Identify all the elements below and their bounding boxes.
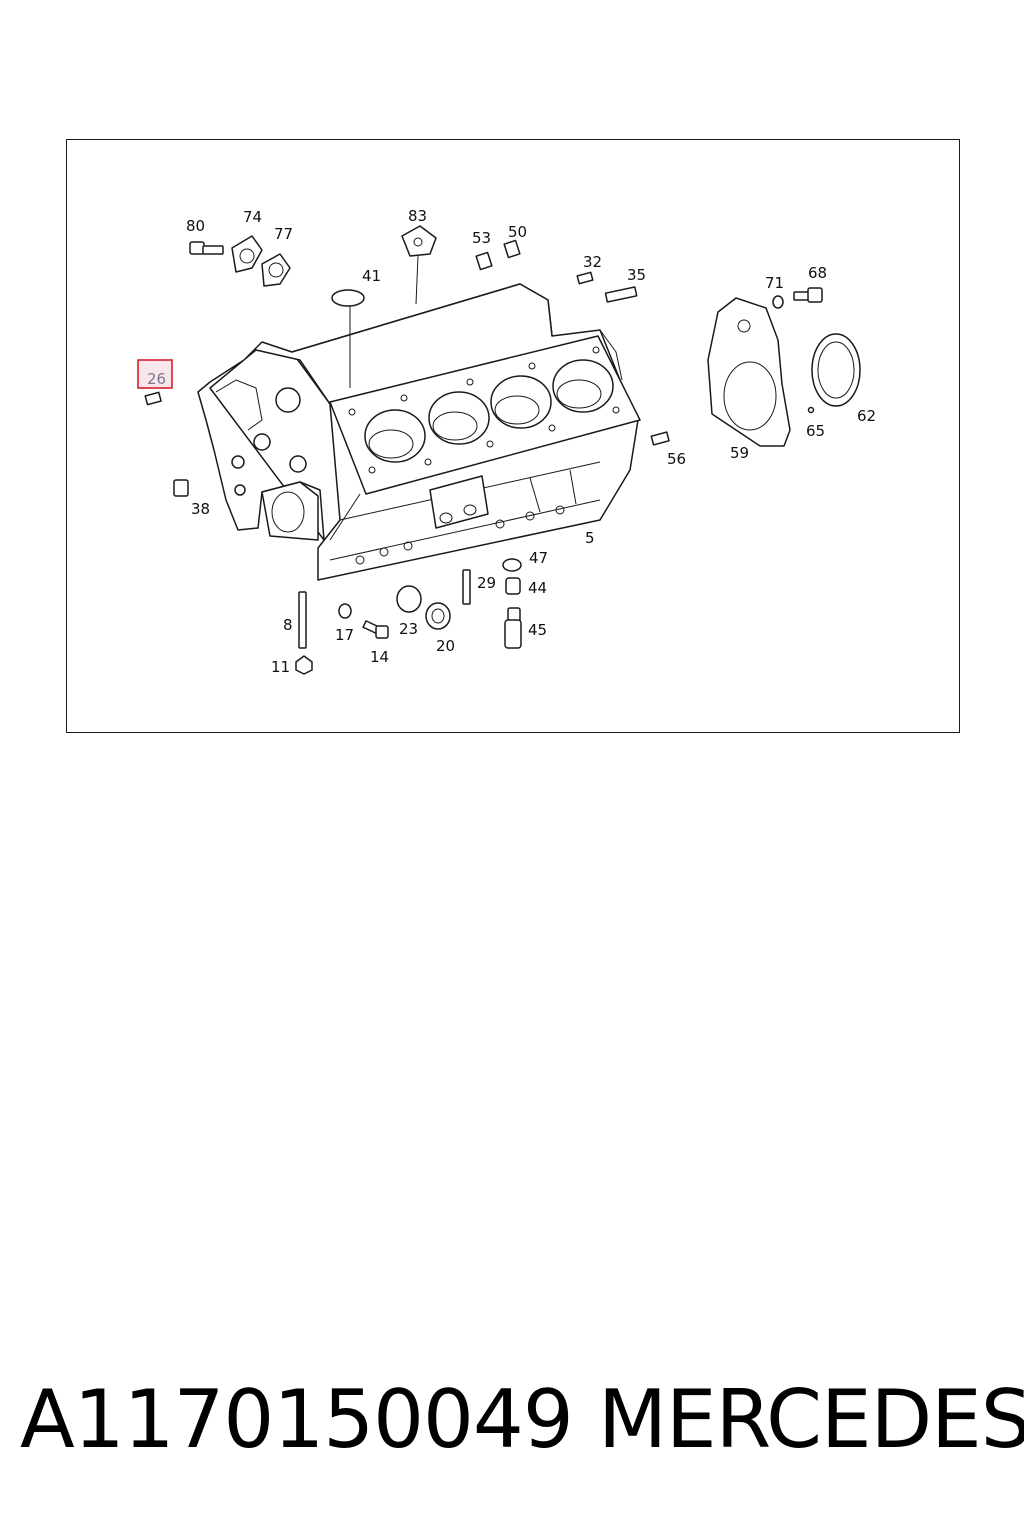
label-14: 14 [370,648,389,666]
label-62: 62 [857,407,876,425]
label-35: 35 [627,266,646,284]
part-47-cap [502,558,522,572]
part-labels: 80 74 77 83 53 50 41 32 35 71 68 26 62 6… [147,207,876,676]
part-71-washer [772,295,784,309]
part-45-tappet [504,607,522,649]
brand-name: MERCEDES [598,1373,1024,1466]
label-23: 23 [399,620,418,638]
part-26-pin [144,391,162,406]
part-44-bush [505,577,521,595]
part-11-nut [295,655,313,675]
diagram-frame [66,139,960,733]
label-77: 77 [274,225,293,243]
label-59: 59 [730,444,749,462]
label-71: 71 [765,274,784,292]
part-29-stud [462,569,471,605]
label-47: 47 [529,549,548,567]
part-number: A1170150049 [20,1373,574,1466]
label-32: 32 [583,253,602,271]
engine-block [197,283,641,581]
label-17: 17 [335,626,354,644]
label-44: 44 [528,579,547,597]
label-38: 38 [191,500,210,518]
part-35-stud [604,286,638,303]
part-32-plug [576,271,594,285]
label-74: 74 [243,208,262,226]
part-77-gasket [261,253,291,287]
part-80-bolt [189,241,224,255]
footer: A1170150049 MERCEDES [0,1372,1024,1472]
label-8: 8 [283,616,293,634]
part-68-bolt [793,287,823,303]
part-38-plug [173,479,189,497]
part-41-ring [331,289,365,388]
label-5: 5 [585,529,595,547]
label-26: 26 [147,370,166,388]
part-83-cap [401,225,437,305]
part-50-dowel [503,239,521,259]
label-50: 50 [508,223,527,241]
part-74-gasket [231,235,263,273]
part-59-cover [707,297,791,447]
part-23-oring [396,585,422,613]
label-83: 83 [408,207,427,225]
part-56-pin [650,431,670,446]
part-53-dowel [475,251,493,271]
part-65-pin [807,406,815,414]
label-80: 80 [186,217,205,235]
label-53: 53 [472,229,491,247]
label-56: 56 [667,450,686,468]
label-68: 68 [808,264,827,282]
label-45: 45 [528,621,547,639]
label-41: 41 [362,267,381,285]
label-20: 20 [436,637,455,655]
highlight-box-26 [137,359,173,389]
part-8-stud [298,591,307,649]
part-14-bolt [362,620,389,639]
label-65: 65 [806,422,825,440]
part-20-seal [425,602,451,630]
part-17-washer [338,603,352,619]
label-29: 29 [477,574,496,592]
label-11: 11 [271,658,290,676]
part-62-seal [811,333,861,407]
